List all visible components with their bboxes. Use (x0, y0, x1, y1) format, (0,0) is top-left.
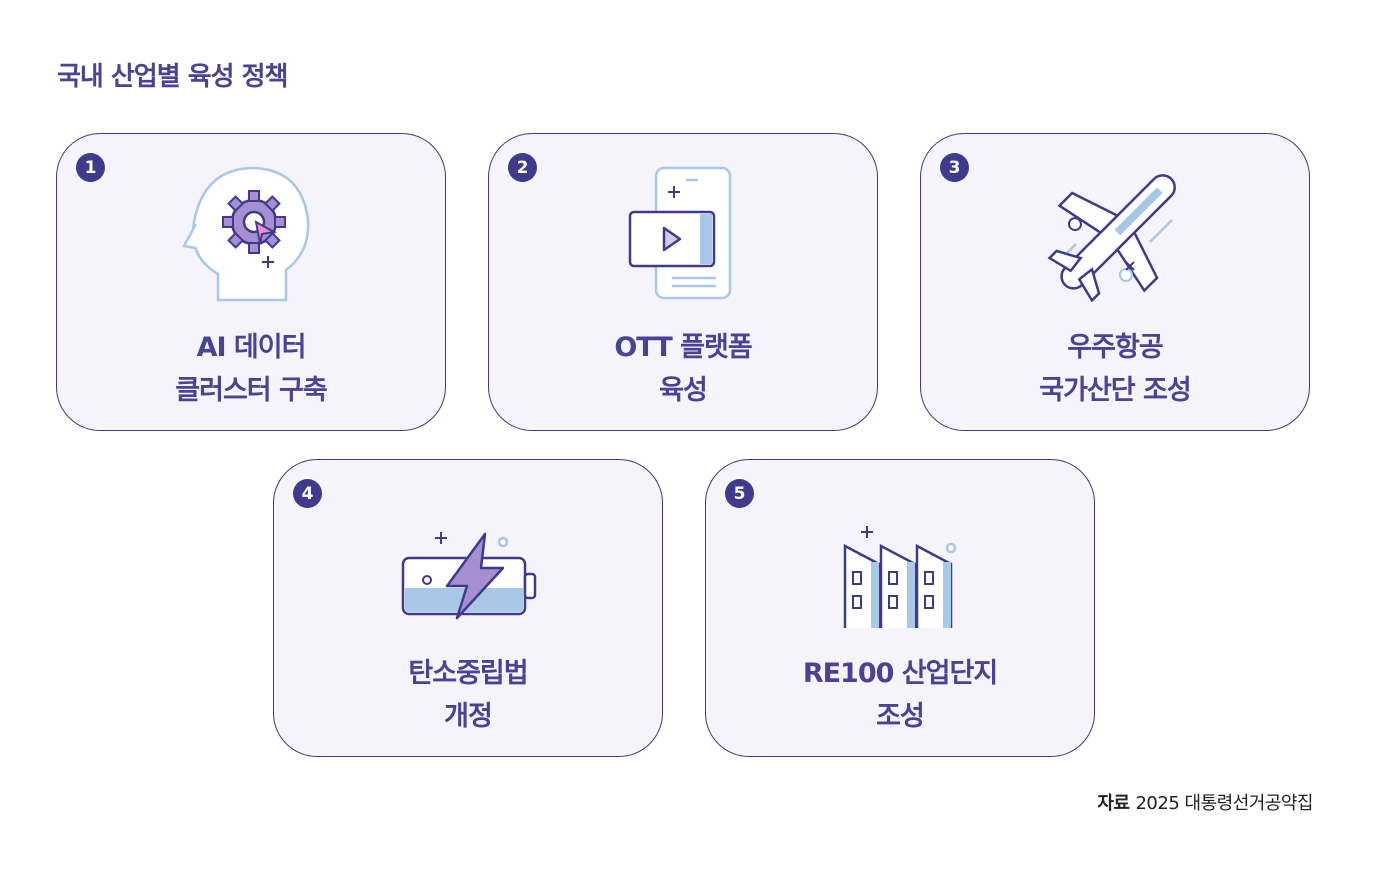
policy-card-ai: 1 AI 데이터 클러스터 구축 (56, 133, 446, 431)
number-badge: 2 (508, 153, 537, 182)
page-title: 국내 산업별 육성 정책 (57, 62, 288, 92)
card-label: 우주항공 국가산단 조성 (1039, 332, 1191, 406)
policy-card-aerospace: 3 우주항공 국가산단 조성 (920, 133, 1310, 431)
policy-card-ott: 2 OTT 플랫폼 육성 (488, 133, 878, 431)
ott-phone-video-icon (628, 166, 732, 300)
number-badge: 1 (76, 153, 105, 182)
number-badge: 3 (940, 153, 969, 182)
source-label: 자료 (1097, 793, 1130, 814)
battery-lightning-icon (401, 532, 537, 620)
card-label: OTT 플랫폼 육성 (614, 332, 752, 406)
card-label: AI 데이터 클러스터 구축 (175, 332, 327, 406)
buildings-icon (843, 526, 957, 628)
card-label: 탄소중립법 개정 (408, 658, 528, 732)
card-label: RE100 산업단지 조성 (802, 658, 998, 732)
source-text: 2025 대통령선거공약집 (1135, 793, 1313, 814)
ai-head-gear-icon (182, 166, 310, 302)
policy-card-carbon: 4 탄소중립법 개정 (273, 459, 663, 757)
number-badge: 4 (293, 479, 322, 508)
airplane-icon (1047, 174, 1176, 302)
policy-card-re100: 5 RE100 산업단지 조성 (705, 459, 1095, 757)
number-badge: 5 (725, 479, 754, 508)
